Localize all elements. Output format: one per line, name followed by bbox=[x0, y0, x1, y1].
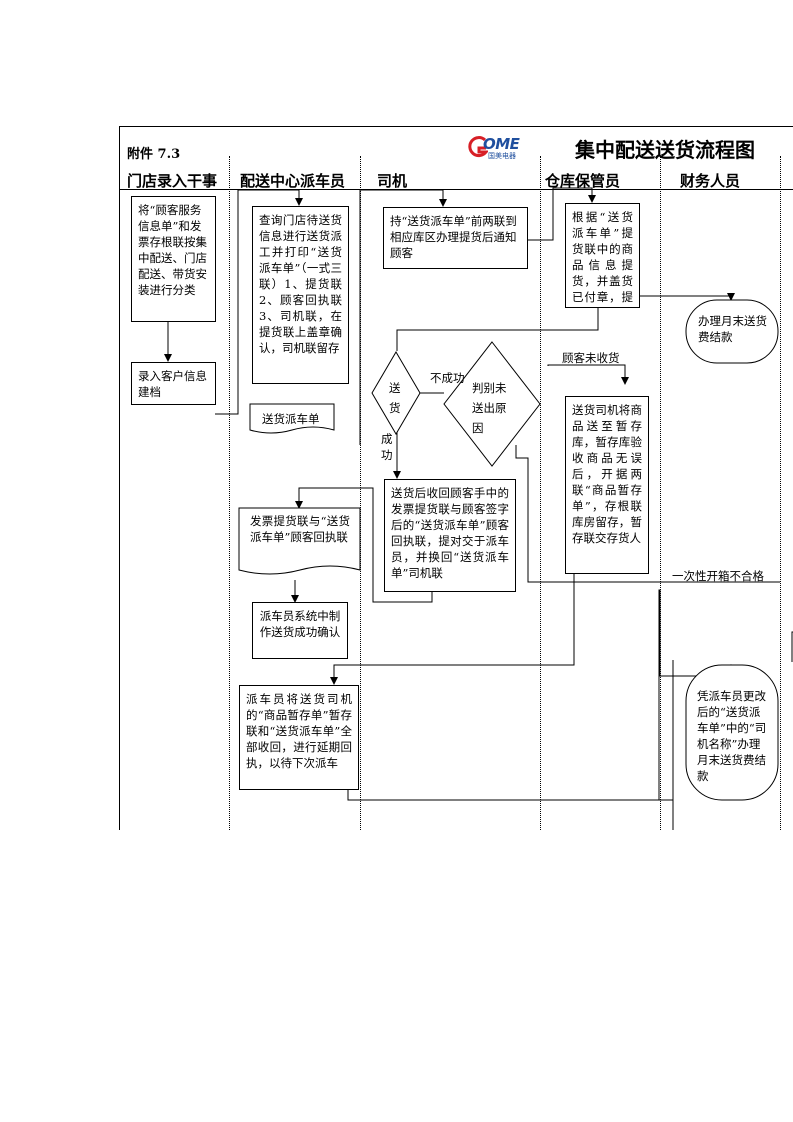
dispatch-query-box: 查询门店待送货信息进行送货派工并打印“送货派车单”（一式三联）1、提货联2、顾客… bbox=[252, 206, 349, 384]
document-shape-invoice bbox=[238, 507, 361, 575]
frame-top-border bbox=[119, 126, 793, 127]
terminal-shape-monthly bbox=[685, 299, 779, 364]
warehouse-return-box: 送货司机将商品送至暂存库，暂存库验收商品无误后，开据两联“商品暂存单”，存根联库… bbox=[565, 396, 649, 574]
lane-header-divider bbox=[119, 189, 793, 190]
lane-separator bbox=[229, 156, 230, 830]
lane-separator bbox=[780, 156, 781, 830]
page-title: 集中配送送货流程图 bbox=[575, 138, 755, 162]
edge-label-success: 成功 bbox=[381, 432, 393, 462]
store-record-box: 录入客户信息建档 bbox=[131, 362, 216, 405]
dispatch-confirm-box: 派车员系统中制作送货成功确认 bbox=[252, 602, 348, 659]
dispatch-document-label: 送货派车单 bbox=[262, 412, 320, 426]
annex-label: 附件 7.3 bbox=[127, 147, 181, 162]
lane-separator bbox=[360, 156, 361, 830]
terminal-shape-adjust bbox=[685, 664, 779, 801]
dispatch-recall-box: 派车员将送货司机的“商品暂存单”暂存联和“送货派车单”全部收回，进行延期回执，以… bbox=[239, 685, 359, 790]
finance-adjust-text: 凭派车员更改后的“送货派车单”中的“司机名称”办理月末送货费结款 bbox=[697, 689, 767, 783]
lane-title-dispatch: 配送中心派车员 bbox=[240, 172, 346, 190]
decision-deliver-text: 送货 bbox=[389, 381, 401, 415]
decision-diamond-deliver bbox=[371, 351, 421, 435]
decision-diamond-judge bbox=[443, 341, 541, 467]
driver-collect-box: 送货后收回顾客手中的发票提货联与顾客签字后的“送货派车单”顾客回执联，提对交于派… bbox=[384, 479, 516, 592]
finance-monthly-text: 办理月末送货费结款 bbox=[698, 314, 767, 344]
lane-title-warehouse: 仓库保管员 bbox=[545, 172, 621, 190]
edge-label-unboxing-fail: 一次性开箱不合格 bbox=[672, 569, 764, 583]
lane-separator bbox=[660, 156, 661, 830]
edge-label-fail: 不成功 bbox=[430, 371, 465, 385]
frame-left-border bbox=[119, 126, 120, 830]
store-classify-box: 将“顾客服务信息单”和发票存根联按集中配送、门店配送、带货安装进行分类 bbox=[131, 196, 216, 322]
dispatch-invoice-document-text: 发票提货联与“送货派车单”顾客回执联 bbox=[250, 514, 350, 544]
decision-judge-text: 判别未送出原因 bbox=[472, 381, 507, 435]
logo-swoosh-icon bbox=[468, 136, 488, 157]
lane-title-store: 门店录入干事 bbox=[127, 172, 218, 190]
lane-title-driver: 司机 bbox=[377, 172, 408, 190]
warehouse-check-box: 根据“送货派车单”提货联中的商品信息提货，并盖货已付章，提货联留存 bbox=[565, 203, 640, 308]
logo-wordmark: OME bbox=[483, 135, 520, 153]
edge-label-not-received: 顾客未收货 bbox=[562, 351, 620, 365]
logo-subtext: 国美电器 bbox=[488, 152, 516, 160]
lane-separator bbox=[540, 156, 541, 830]
gome-logo: OME 国美电器 bbox=[466, 134, 530, 162]
lane-title-finance: 财务人员 bbox=[680, 172, 741, 190]
document-shape-dispatch bbox=[249, 403, 335, 434]
driver-pickup-box: 持“送货派车单”前两联到相应库区办理提货后通知顾客 bbox=[383, 207, 528, 269]
